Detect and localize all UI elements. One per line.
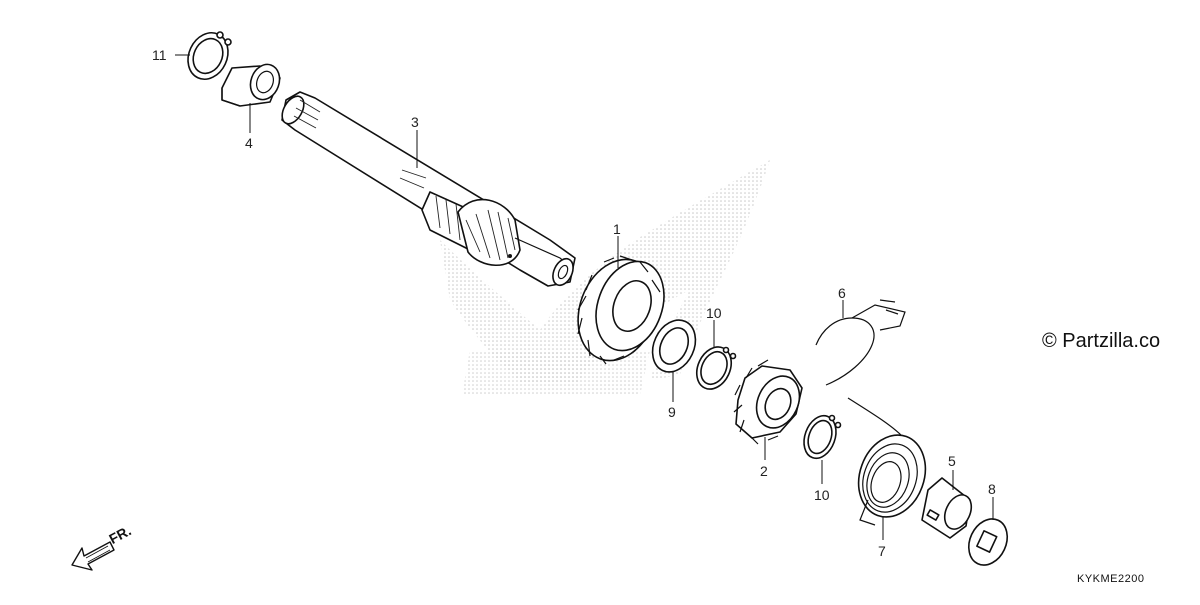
- part-2-ratchet: [733, 359, 803, 445]
- front-direction-arrow-icon: [71, 541, 115, 571]
- part-10a-circlip: [695, 346, 737, 390]
- part-4-collar: [221, 63, 281, 107]
- part-11-circlip: [187, 31, 232, 80]
- callout-11: 11: [152, 47, 167, 63]
- part-8-washer: [967, 518, 1009, 566]
- callout-6: 6: [838, 285, 846, 301]
- callout-4: 4: [245, 135, 253, 151]
- diagram-code: KYKME2200: [1077, 573, 1145, 585]
- part-6-spring-clip: [815, 299, 906, 386]
- partzilla-watermark: © Partzilla.co: [1042, 330, 1161, 352]
- part-5-bushing: [921, 477, 973, 539]
- part-9-washer: [651, 319, 697, 373]
- callout-10-upper: 10: [706, 305, 722, 321]
- callout-3: 3: [411, 114, 419, 130]
- callout-10-lower: 10: [814, 487, 830, 503]
- part-10b-circlip: [803, 414, 842, 460]
- callout-5: 5: [948, 453, 956, 469]
- callout-9: 9: [668, 404, 676, 420]
- callout-2: 2: [760, 463, 768, 479]
- leader-lines: [175, 54, 994, 540]
- part-1-gear: [577, 255, 665, 365]
- part-3-shaft: [281, 91, 576, 287]
- callout-1: 1: [613, 221, 621, 237]
- callout-7: 7: [878, 543, 886, 559]
- callout-8: 8: [988, 481, 996, 497]
- callouts: 11 4 3 1 10 9 2 6 10 7 5 8: [152, 47, 996, 559]
- part-7-spring: [847, 397, 927, 526]
